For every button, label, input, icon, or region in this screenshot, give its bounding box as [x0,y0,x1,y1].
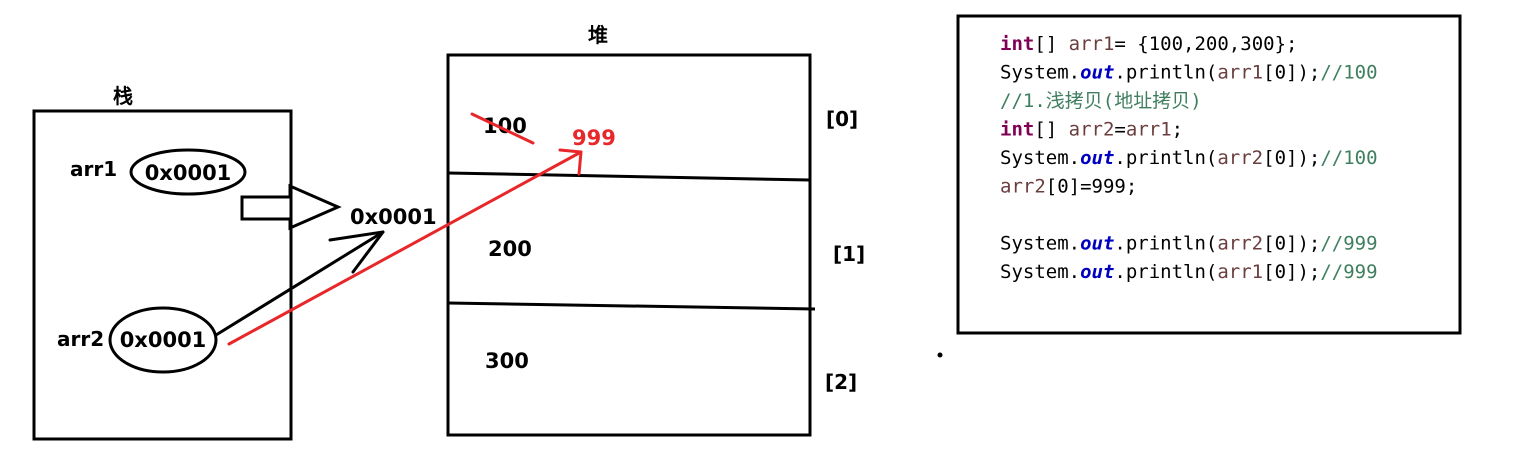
code-token: arr1 [1069,33,1115,55]
code-token: //100 [1320,62,1377,84]
code-token: arr1 [1217,261,1263,283]
code-token: //999 [1320,233,1377,255]
arr2-to-heap-red-arrow-line [227,150,583,346]
heap-title: 堆 [588,23,608,47]
code-token: .println( [1114,233,1217,255]
code-box [956,14,1462,335]
stack-arr1-value: 0x0001 [145,161,232,185]
stack-arr1-label: arr1 [70,157,117,181]
code-line: int[] arr1= {100,200,300}; [1000,33,1297,55]
code-token: //100 [1320,147,1377,169]
code-token: arr2 [1217,233,1263,255]
code-token: out [1080,233,1114,255]
code-listing: int[] arr1= {100,200,300};System.out.pri… [1000,33,1378,283]
code-token: System. [1000,62,1080,84]
stack-box [32,109,293,441]
code-token: [0]); [1263,147,1320,169]
code-line: System.out.println(arr2[0]);//999 [1000,233,1378,255]
heap-cell-1-value: 200 [488,237,532,261]
code-token: [] [1034,119,1068,141]
code-token: = {100,200,300}; [1114,33,1297,55]
code-token: out [1080,62,1114,84]
code-token: [0]); [1263,233,1320,255]
code-token: ; [1172,119,1183,141]
stack-arr2-value: 0x0001 [120,328,207,352]
arr2-to-address-arrowhead [328,230,385,274]
code-line: System.out.println(arr1[0]);//100 [1000,62,1378,84]
heap-cell-2-index: [2] [825,370,857,394]
code-line: //1.浅拷贝(地址拷贝) [1000,90,1202,112]
code-token: arr1 [1126,119,1172,141]
code-line: System.out.println(arr2[0]);//100 [1000,147,1378,169]
code-token: [] [1034,33,1068,55]
heap-cell-1-index: [1] [833,242,865,266]
stack-arr2-ellipse [108,306,218,374]
code-line: arr2[0]=999; [1000,176,1137,198]
code-token: arr1 [1217,62,1263,84]
heap-divider-2 [447,301,816,311]
code-token: [0]); [1263,261,1320,283]
code-token: System. [1000,261,1080,283]
stack-title: 栈 [113,84,133,108]
heap-new-value: 999 [572,126,616,150]
code-token: System. [1000,147,1080,169]
code-token: [0]); [1263,62,1320,84]
code-token: .println( [1114,62,1217,84]
code-token: //999 [1320,261,1377,283]
code-token: out [1080,261,1114,283]
stack-arr2-label: arr2 [57,327,104,351]
code-token: int [1000,119,1034,141]
arr2-to-address-arrow-line [214,230,385,337]
arr2-to-heap-red-arrowhead [558,148,583,176]
stack-arr1-ellipse [129,148,247,196]
heap-cell-0-value: 100 [483,114,527,138]
heap-divider-1 [447,171,811,182]
code-token: int [1000,33,1034,55]
heap-cell-0-index: [0] [826,107,858,131]
code-token: = [1114,119,1125,141]
heap-box [446,53,812,437]
code-token: .println( [1114,147,1217,169]
heap-cell-2-value: 300 [485,349,529,373]
heap-address: 0x0001 [350,205,437,229]
code-line: System.out.println(arr1[0]);//999 [1000,261,1378,283]
code-token: [0]=999; [1046,176,1138,198]
heap-cell-0-strike [470,112,535,145]
stray-dot [937,352,943,358]
code-token: out [1080,147,1114,169]
code-token: //1.浅拷贝(地址拷贝) [1000,90,1202,112]
stack-to-heap-block-arrow [240,183,342,231]
code-token: .println( [1114,261,1217,283]
code-token: arr2 [1217,147,1263,169]
code-token: System. [1000,233,1080,255]
code-token: arr2 [1000,176,1046,198]
code-token: arr2 [1069,119,1115,141]
code-line: int[] arr2=arr1; [1000,119,1183,141]
